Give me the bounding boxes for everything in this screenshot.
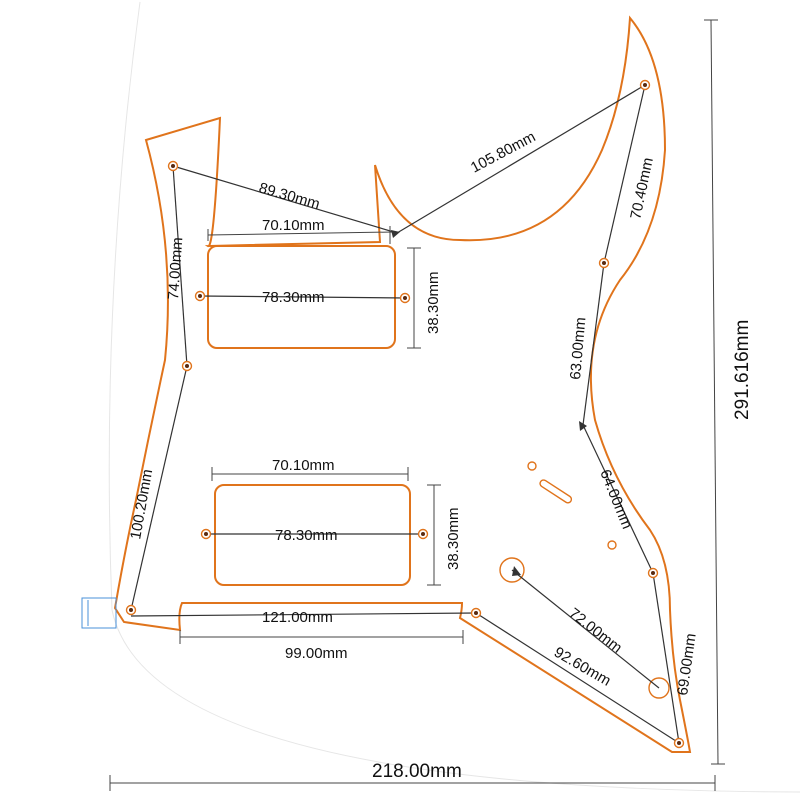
label-38-30-top: 38.30mm xyxy=(425,271,442,334)
dim-line-72-00 xyxy=(511,569,660,689)
label-70-10-bottom: 70.10mm xyxy=(272,457,335,474)
dim-line-291-616 xyxy=(710,19,719,765)
pickup-screw-hole xyxy=(399,292,411,304)
mounting-hole xyxy=(167,160,179,172)
arrow-tip xyxy=(512,566,521,576)
label-63-00: 63.00mm xyxy=(567,317,589,381)
dim-line-121-00 xyxy=(130,612,477,617)
label-121-00: 121.00mm xyxy=(262,609,333,626)
pickup-screw-hole xyxy=(194,290,206,302)
dim-line-70-40 xyxy=(603,84,646,264)
label-70-10-top: 70.10mm xyxy=(262,217,325,234)
mounting-hole xyxy=(598,257,610,269)
left-tab xyxy=(81,597,117,629)
arrow-tip xyxy=(579,421,587,431)
dim-line-100-20 xyxy=(130,365,188,611)
small-hole-left xyxy=(527,461,537,471)
label-99-00: 99.00mm xyxy=(285,645,348,662)
label-89-30: 89.30mm xyxy=(257,180,322,214)
mounting-hole xyxy=(470,607,482,619)
dim-line-92-60 xyxy=(475,612,680,744)
page-border-bottom xyxy=(111,609,800,793)
label-74-00: 74.00mm xyxy=(165,237,186,301)
pickup-screw-hole xyxy=(200,528,212,540)
dim-line-78-30-top xyxy=(199,295,406,299)
label-69-00: 69.00mm xyxy=(674,632,700,696)
label-78-30-bottom: 78.30mm xyxy=(275,527,338,544)
dim-line-74-00 xyxy=(172,165,188,367)
mounting-hole xyxy=(181,360,193,372)
dim-line-70-10-top xyxy=(207,231,394,236)
switch-slot xyxy=(539,479,573,504)
label-38-30-bottom: 38.30mm xyxy=(445,507,462,570)
mounting-hole xyxy=(673,737,685,749)
dim-line-89-30 xyxy=(172,165,398,234)
mounting-hole xyxy=(639,79,651,91)
label-291-616: 291.616mm xyxy=(732,320,753,420)
dim-line-64-00 xyxy=(582,424,654,574)
mounting-hole xyxy=(647,567,659,579)
jack-hole xyxy=(499,557,525,583)
dim-line-63-00 xyxy=(582,262,605,426)
mounting-hole xyxy=(125,604,137,616)
arrow-tip xyxy=(391,230,400,238)
bridge-pickup-cavity xyxy=(214,484,411,586)
dim-line-69-00 xyxy=(652,572,680,744)
label-218-00: 218.00mm xyxy=(372,761,462,782)
label-78-30-top: 78.30mm xyxy=(262,289,325,306)
mounting-holes xyxy=(125,79,685,749)
small-hole-right xyxy=(607,540,617,550)
page-border xyxy=(108,1,141,611)
pickup-screw-hole xyxy=(417,528,429,540)
dim-line-105-80 xyxy=(396,84,646,234)
